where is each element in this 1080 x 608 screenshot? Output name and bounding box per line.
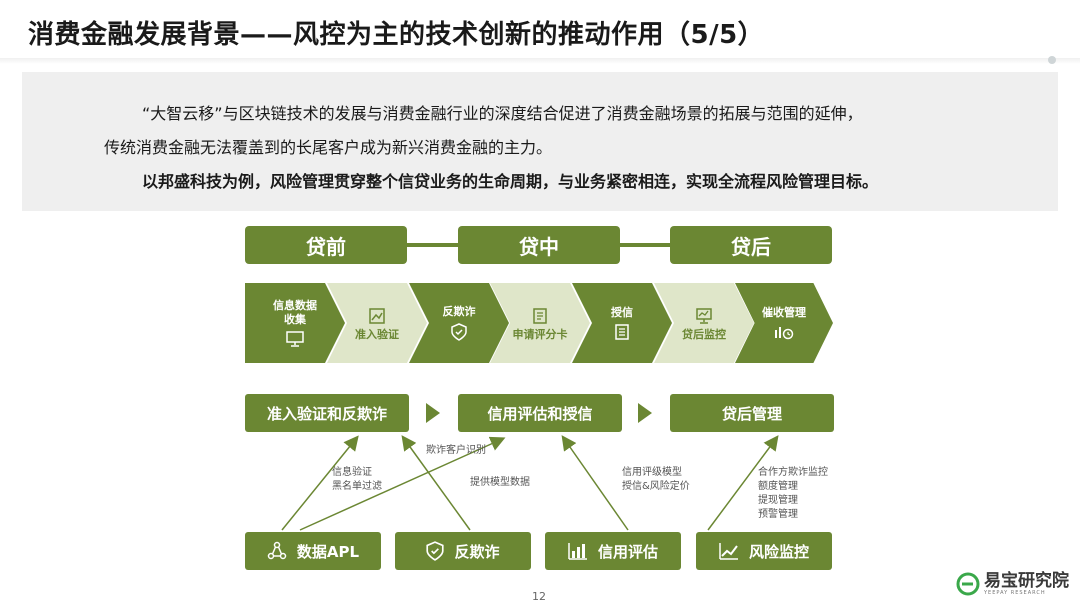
phase-post-loan: 贷后 — [670, 226, 832, 264]
note-fraud-identify: 欺诈客户识别 — [426, 445, 486, 456]
step-label: 申请评分卡 — [512, 328, 568, 341]
page-number: 12 — [532, 590, 546, 603]
intro-line-2: 传统消费金融无法覆盖到的长尾客户成为新兴消费金融的主力。 — [104, 138, 553, 157]
logo-sub: YEEPAY RESEARCH — [984, 590, 1046, 596]
intro-line-1: “大智云移”与区块链技术的发展与消费金融行业的深度结合促进了消费金融场景的拓展与… — [142, 104, 863, 123]
page-title: 消费金融发展背景——风控为主的技术创新的推动作用（5/5） — [28, 20, 765, 50]
step-label: 贷后监控 — [682, 328, 726, 341]
monitor-icon — [286, 331, 304, 347]
process-credit-eval: 信用评估和授信 — [458, 394, 622, 432]
arrow-right-icon — [426, 403, 440, 423]
step-label: 催收管理 — [762, 306, 806, 319]
step-label: 准入验证 — [355, 328, 399, 341]
document-icon — [615, 324, 629, 340]
arrow-right-icon — [638, 403, 652, 423]
source-label: 反欺诈 — [454, 542, 500, 561]
note-credit-model: 信用评级模型 授信&风险定价 — [622, 467, 690, 492]
phase-in-loan: 贷中 — [458, 226, 620, 264]
intro-box — [22, 72, 1058, 211]
source-data-apl: 数据APL — [245, 532, 381, 570]
scorecard-icon — [533, 308, 547, 324]
intro-line-3: 以邦盛科技为例，风险管理贯穿整个信贷业务的生命周期，与业务紧密相连，实现全流程风… — [142, 172, 879, 191]
bar-chart-icon — [568, 543, 587, 560]
line-chart-icon — [719, 543, 738, 560]
step-label: 反欺诈 — [442, 305, 476, 318]
chart-clock-icon — [775, 327, 794, 340]
step-info-collection: 信息数据 收集 — [245, 283, 345, 363]
step-label: 信息数据 — [273, 299, 317, 312]
shield-check-icon — [451, 323, 467, 341]
note-post-loan: 合作方欺诈监控 额度管理 提现管理 预警管理 — [758, 467, 828, 520]
source-risk-monitor: 风险监控 — [696, 532, 832, 570]
logo-name: 易宝研究院 — [984, 571, 1069, 591]
note-info-verify: 信息验证 黑名单过滤 — [332, 467, 382, 492]
shield-check-icon — [426, 541, 445, 561]
screen-monitor-icon — [696, 308, 712, 324]
network-nodes-icon — [267, 541, 287, 560]
decor-dot — [1048, 56, 1056, 64]
step-label: 授信 — [611, 306, 633, 319]
source-credit-eval: 信用评估 — [545, 532, 681, 570]
source-anti-fraud: 反欺诈 — [395, 532, 531, 570]
title-divider — [0, 58, 1080, 64]
process-post-loan-mgmt: 贷后管理 — [670, 394, 834, 432]
yeepay-logo-icon — [956, 572, 980, 596]
image-check-icon — [369, 308, 385, 324]
note-model-data: 提供模型数据 — [470, 477, 530, 488]
step-label: 收集 — [284, 313, 306, 326]
source-label: 数据APL — [296, 542, 360, 561]
logo: 易宝研究院 YEEPAY RESEARCH — [956, 572, 1069, 596]
process-access-antifraud: 准入验证和反欺诈 — [245, 394, 409, 432]
source-label: 风险监控 — [748, 542, 809, 561]
phase-connector — [406, 243, 458, 247]
source-label: 信用评估 — [597, 542, 658, 561]
phase-connector — [620, 243, 672, 247]
phase-pre-loan: 贷前 — [245, 226, 407, 264]
